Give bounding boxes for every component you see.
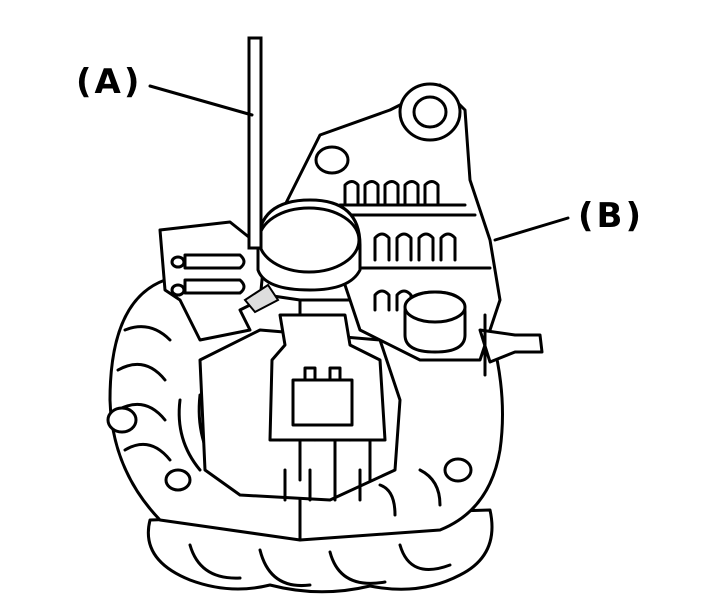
label-b: (B) bbox=[578, 196, 644, 236]
leader-line-a bbox=[148, 84, 254, 117]
tool-rod bbox=[247, 36, 263, 250]
leader-line-b bbox=[493, 216, 570, 242]
label-a: (A) bbox=[76, 62, 143, 102]
alternator-body bbox=[106, 82, 544, 594]
